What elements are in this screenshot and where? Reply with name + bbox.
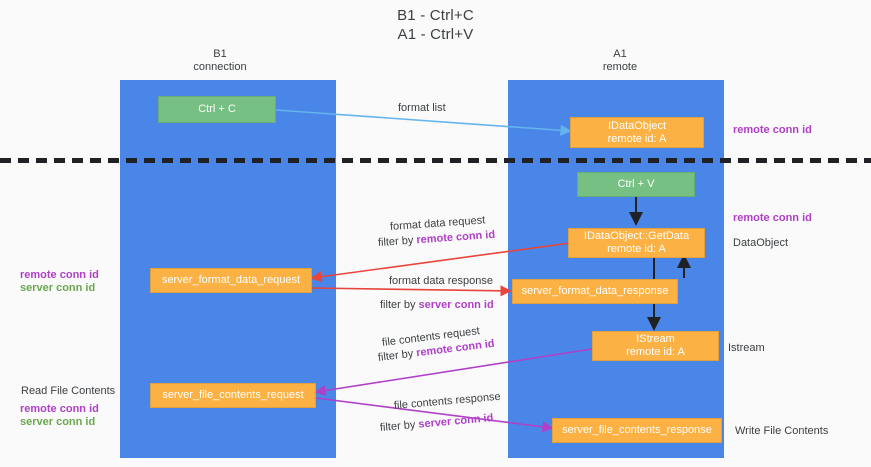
filter-prefix: filter by — [380, 299, 419, 311]
phase-separator — [0, 158, 871, 163]
node-server-format-data-response[interactable]: server_format_data_response — [512, 279, 678, 304]
annotation-right-write-file-contents: Write File Contents — [735, 425, 829, 437]
column-header-a1-name: A1 — [613, 48, 627, 60]
node-ctrl-c[interactable]: Ctrl + C — [158, 96, 276, 123]
column-header-a1-sub: remote — [602, 61, 638, 73]
edge-label-file-contents-response-filter: filter by server conn id — [379, 411, 494, 435]
node-getdata-line2: remote id: A — [607, 243, 666, 255]
filter-prefix: filter by — [377, 234, 417, 249]
edge-label-format-list: format list — [398, 102, 446, 114]
node-server-file-contents-request[interactable]: server_file_contents_request — [150, 383, 316, 408]
node-istream-line2: remote id: A — [626, 346, 685, 358]
title-line-1: B1 - Ctrl+C — [397, 7, 474, 24]
node-ctrl-v-label: Ctrl + V — [617, 178, 655, 190]
node-ctrl-v[interactable]: Ctrl + V — [577, 172, 695, 197]
column-header-a1: A1 remote — [555, 48, 685, 74]
node-istream[interactable]: IStream remote id: A — [592, 331, 719, 361]
node-server-format-data-request[interactable]: server_format_data_request — [150, 268, 312, 293]
node-idataobject-line1: IDataObject — [607, 119, 667, 132]
filter-key-server-conn-id: server conn id — [418, 299, 494, 311]
column-header-b1-sub: connection — [193, 61, 247, 73]
filter-key-remote-conn-id: remote conn id — [416, 228, 496, 247]
node-server-file-contents-request-label: server_file_contents_request — [162, 389, 304, 401]
node-server-format-data-response-label: server_format_data_response — [521, 285, 669, 297]
annotation-left-remote-conn-id-mid: remote conn id — [20, 269, 99, 281]
title-line-2: A1 - Ctrl+V — [397, 26, 474, 43]
filter-key-server-conn-id: server conn id — [417, 412, 494, 431]
diagram-title: B1 - Ctrl+C A1 - Ctrl+V — [0, 6, 871, 44]
node-getdata[interactable]: IDataObject::GetData remote id: A — [568, 228, 705, 258]
node-getdata-line1: IDataObject::GetData — [583, 230, 690, 242]
edge-label-format-data-response: format data response — [389, 275, 493, 287]
annotation-right-istream: Istream — [728, 342, 765, 354]
annotation-right-dataobject: DataObject — [733, 237, 789, 249]
annotation-left-remote-conn-id-bottom: remote conn id — [20, 403, 99, 415]
node-server-format-data-request-label: server_format_data_request — [161, 274, 301, 286]
node-server-file-contents-response[interactable]: server_file_contents_response — [552, 418, 722, 443]
node-ctrl-c-label: Ctrl + C — [198, 103, 236, 115]
node-idataobject-line2: remote id: A — [607, 132, 667, 145]
column-header-b1: B1 connection — [155, 48, 285, 74]
node-idataobject[interactable]: IDataObject remote id: A — [570, 117, 704, 148]
annotation-left-server-conn-id-bottom: server conn id — [20, 416, 96, 428]
annotation-left-server-conn-id-mid: server conn id — [20, 282, 96, 294]
annotation-left-read-file-contents: Read File Contents — [21, 385, 116, 397]
filter-prefix: filter by — [377, 347, 417, 364]
column-header-b1-name: B1 — [213, 48, 227, 60]
node-istream-line1: IStream — [636, 333, 675, 345]
edge-label-format-data-response-filter: filter by server conn id — [380, 298, 494, 312]
annotation-right-remote-conn-id-mid: remote conn id — [733, 212, 812, 224]
node-server-file-contents-response-label: server_file_contents_response — [562, 424, 712, 436]
annotation-right-remote-conn-id-top: remote conn id — [733, 124, 812, 136]
edge-label-file-contents-response: file contents response — [393, 390, 502, 412]
filter-prefix: filter by — [379, 418, 419, 434]
